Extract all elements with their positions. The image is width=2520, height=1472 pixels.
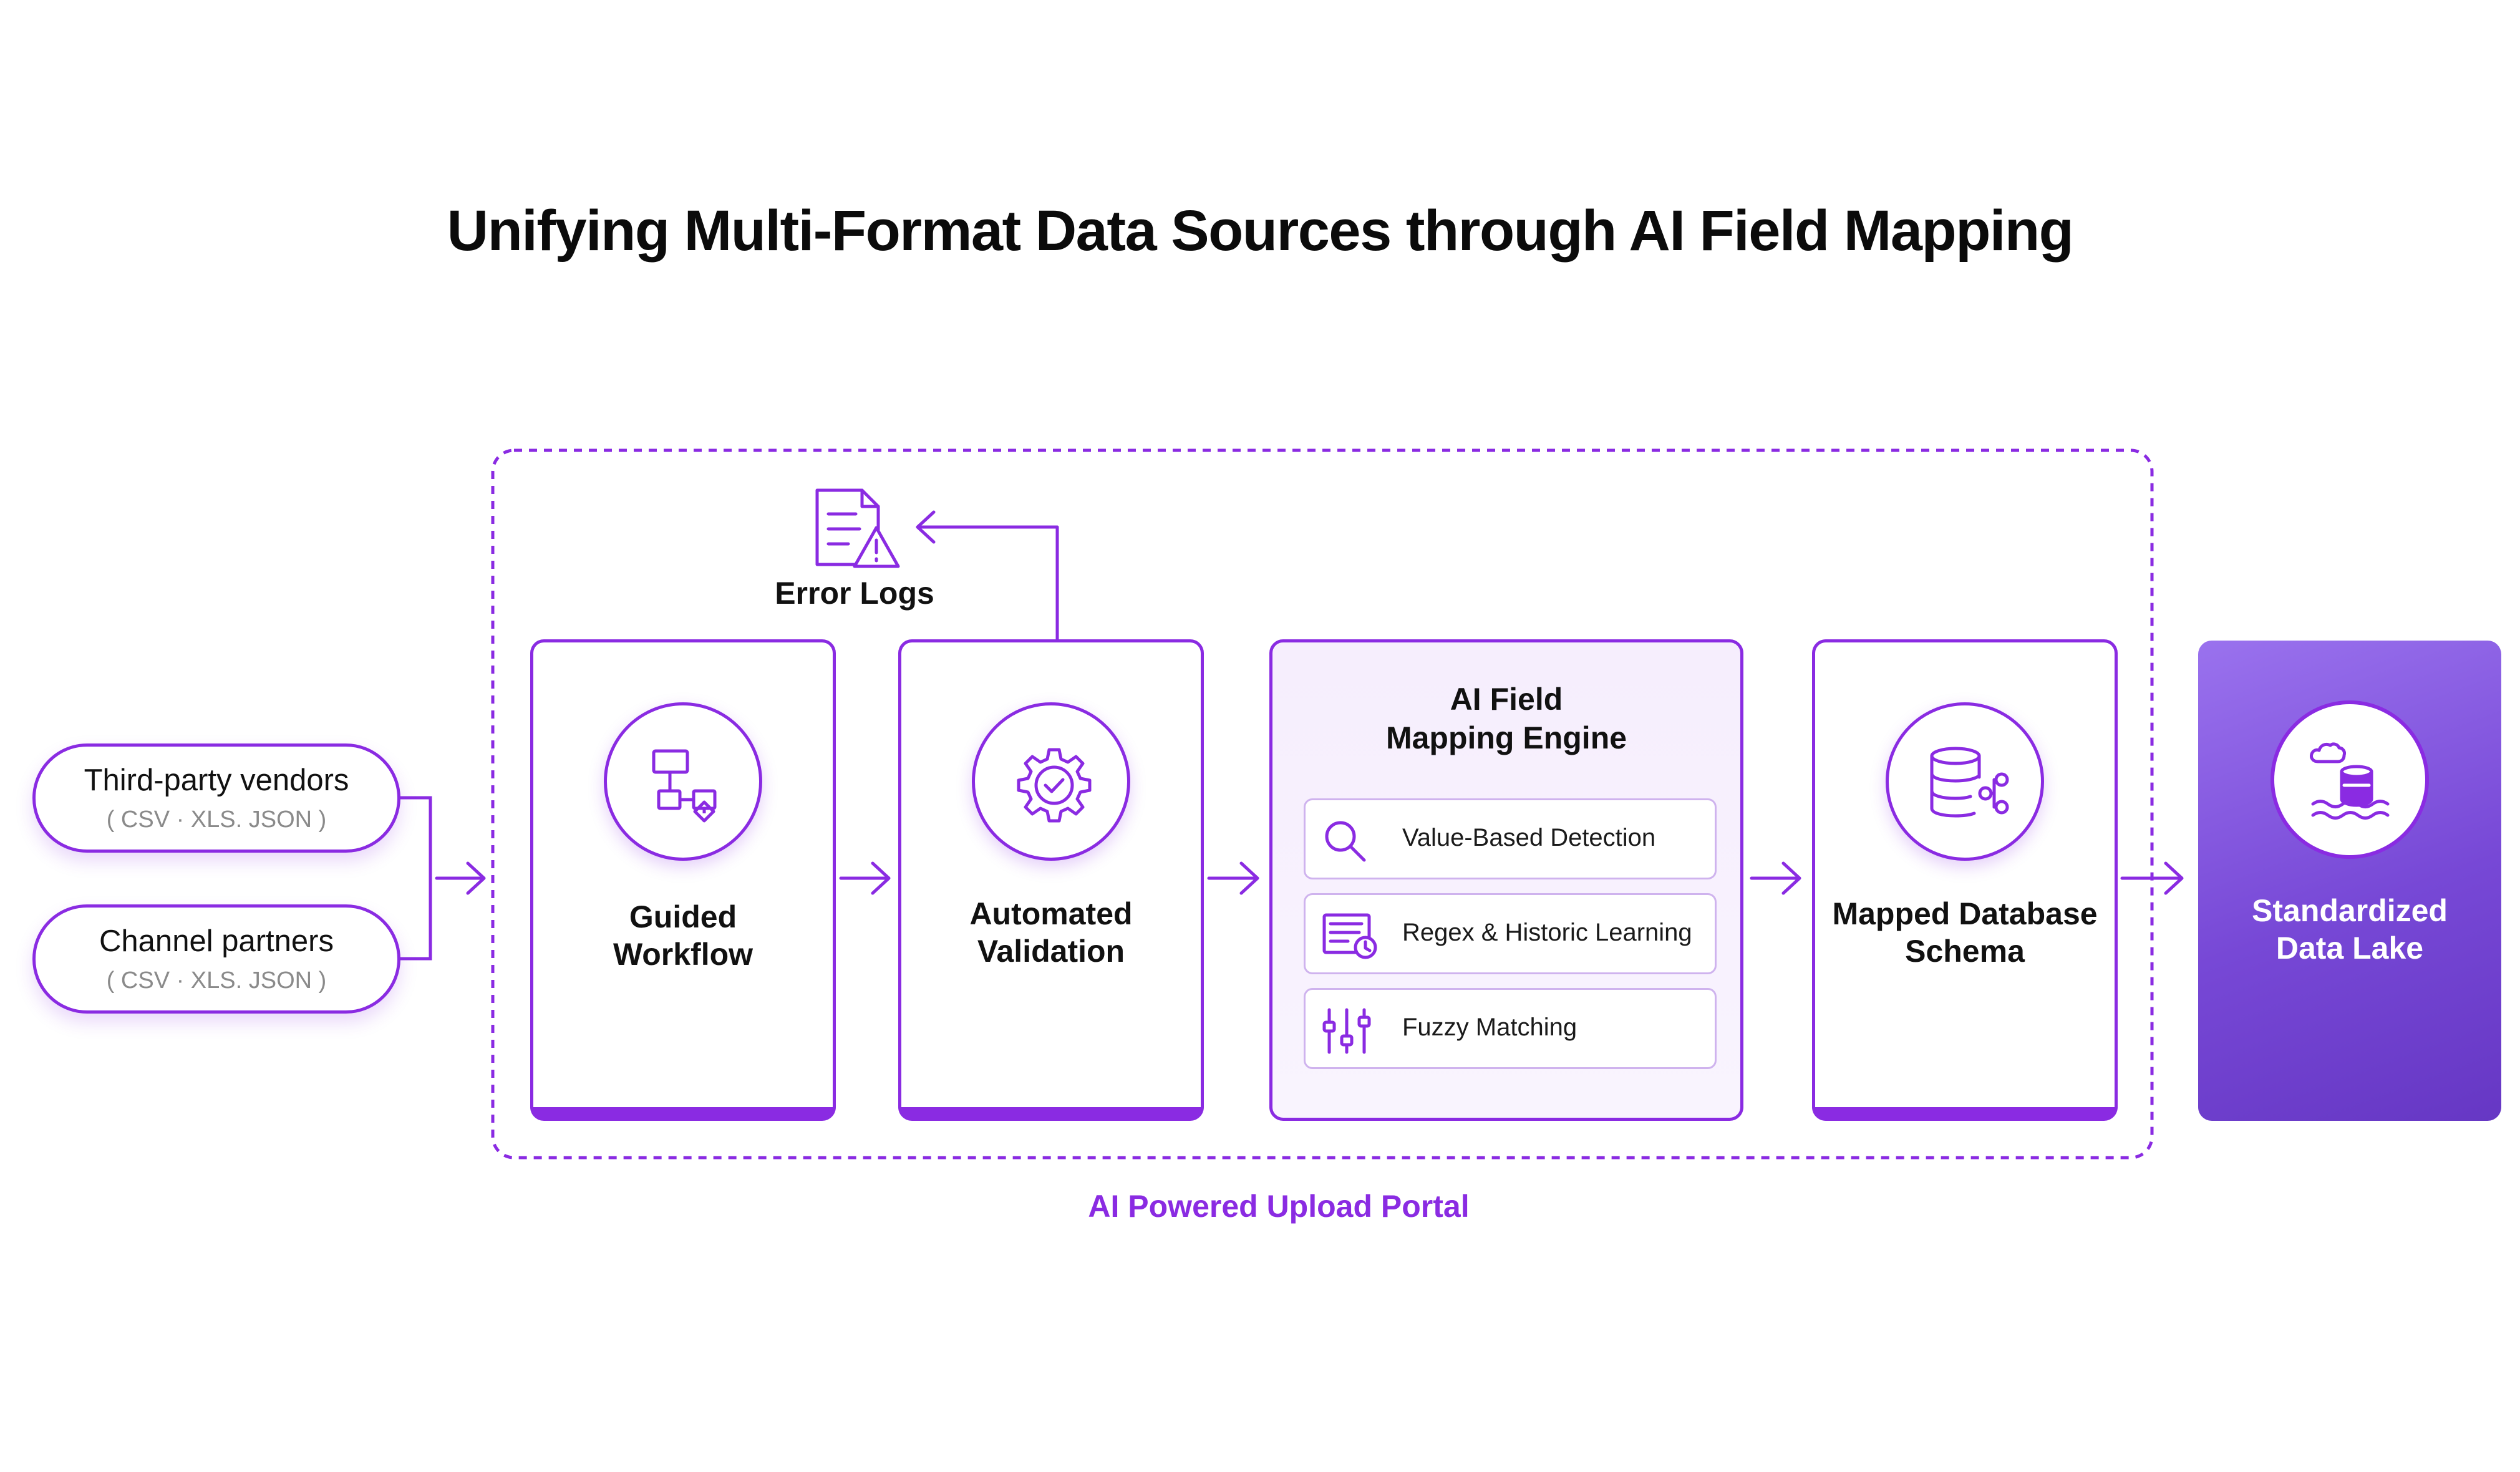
database-schema-icon: [1930, 747, 2009, 818]
arrow-validation-to-error-logs: [916, 510, 1059, 641]
search-icon: [1325, 821, 1366, 862]
source-name: Channel partners: [99, 924, 334, 958]
method-label: Fuzzy Matching: [1402, 1014, 1577, 1041]
arrow-schema-to-lake: [2120, 861, 2184, 895]
document-warning-icon: [815, 488, 900, 568]
arrow-sources-to-portal: [435, 861, 486, 895]
method-value-based-detection: Value-Based Detection: [1304, 798, 1717, 879]
source-formats: ( CSV · XLS. JSON ): [106, 967, 327, 994]
error-logs-label: Error Logs: [775, 576, 934, 611]
source-third-party-vendors: Third-party vendors ( CSV · XLS. JSON ): [32, 743, 400, 853]
arrow-validation-to-engine: [1207, 861, 1259, 895]
diagram-title: Unifying Multi-Format Data Sources throu…: [447, 199, 2074, 263]
arrow-workflow-to-validation: [839, 861, 891, 895]
portal-boundary: [491, 448, 2154, 1160]
method-fuzzy-matching: Fuzzy Matching: [1304, 988, 1717, 1069]
arrow-engine-to-schema: [1750, 861, 1801, 895]
gear-check-icon: [1017, 748, 1092, 823]
method-label: Value-Based Detection: [1402, 824, 1656, 851]
portal-label: AI Powered Upload Portal: [1088, 1189, 1470, 1224]
destination-icon-circle: [2270, 700, 2429, 859]
method-regex-historic-learning: Regex & Historic Learning: [1304, 893, 1717, 974]
source-channel-partners: Channel partners ( CSV · XLS. JSON ): [32, 904, 400, 1014]
workflow-icon: [652, 749, 717, 823]
sliders-icon: [1322, 1008, 1371, 1054]
cloud-database-water-icon: [2310, 742, 2390, 820]
stage-icon-circle: [1886, 702, 2044, 861]
history-document-icon: [1322, 913, 1377, 959]
method-label: Regex & Historic Learning: [1402, 919, 1692, 946]
stage-icon-circle: [972, 702, 1130, 861]
source-name: Third-party vendors: [84, 763, 349, 797]
source-bracket: [399, 796, 432, 961]
stage-icon-circle: [604, 702, 762, 861]
source-formats: ( CSV · XLS. JSON ): [106, 806, 327, 833]
